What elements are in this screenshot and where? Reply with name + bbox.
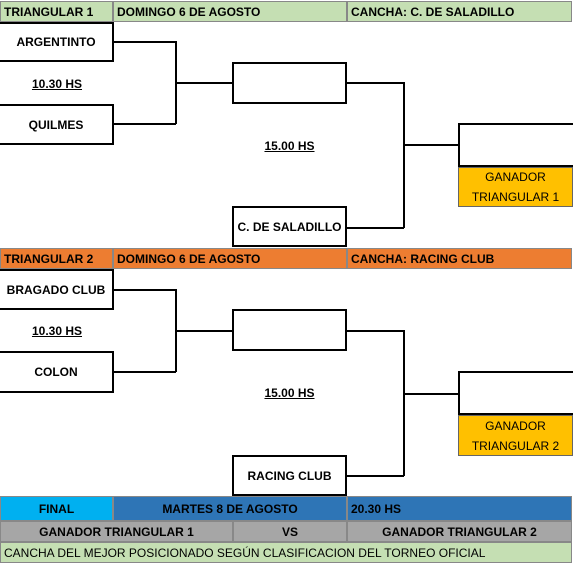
t2-time-left: 10.30 HS (31, 324, 83, 338)
t1-line (114, 41, 176, 43)
t1-semi-box (232, 62, 347, 104)
t2-date: DOMINGO 6 DE AGOSTO (113, 248, 347, 269)
t2-line (403, 330, 405, 476)
t1-host: C. DE SALADILLO (232, 206, 347, 247)
final-team-right: GANADOR TRIANGULAR 2 (347, 521, 572, 542)
t1-winner-label: GANADOR TRIANGULAR 1 (458, 167, 573, 207)
t1-winner-line1: GANADOR (485, 170, 546, 184)
t1-venue: CANCHA: C. DE SALADILLO (347, 1, 572, 22)
t2-line (114, 371, 176, 373)
t1-line (347, 227, 404, 229)
t2-host: RACING CLUB (232, 455, 347, 496)
t1-line (175, 82, 232, 84)
t2-line (175, 330, 232, 332)
t2-line (347, 330, 404, 332)
t2-line (114, 289, 176, 291)
t1-team-bottom: QUILMES (0, 104, 114, 145)
t1-winner-line2: TRIANGULAR 1 (471, 190, 560, 204)
t2-team-top: BRAGADO CLUB (0, 269, 114, 310)
t2-label: TRIANGULAR 2 (0, 248, 113, 269)
t2-time-center: 15.00 HS (264, 386, 315, 400)
t2-team-bottom: COLON (0, 351, 114, 393)
t1-date: DOMINGO 6 DE AGOSTO (113, 1, 347, 22)
t1-label: TRIANGULAR 1 (0, 1, 113, 22)
t2-venue: CANCHA: RACING CLUB (347, 248, 572, 269)
t1-winner-box (458, 123, 573, 167)
t2-winner-label: GANADOR TRIANGULAR 2 (458, 415, 573, 456)
final-note: CANCHA DEL MEJOR POSICIONADO SEGÚN CLASI… (0, 542, 572, 563)
t2-line (347, 475, 404, 477)
t2-semi-box (232, 309, 347, 351)
t1-team-top: ARGENTINTO (0, 22, 114, 62)
t2-winner-line1: GANADOR (485, 418, 546, 433)
t2-line (403, 393, 458, 395)
t1-line (403, 144, 458, 146)
final-team-left: GANADOR TRIANGULAR 1 (0, 521, 233, 542)
t1-time-center: 15.00 HS (264, 139, 315, 153)
final-vs: VS (233, 521, 347, 542)
t1-time-left: 10.30 HS (31, 77, 83, 91)
t2-winner-box (458, 371, 573, 415)
t1-line (114, 123, 176, 125)
t2-winner-line2: TRIANGULAR 2 (471, 438, 560, 453)
t1-line (403, 82, 405, 228)
final-date: MARTES 8 DE AGOSTO (113, 496, 347, 521)
t1-line (347, 82, 404, 84)
final-label: FINAL (0, 496, 113, 521)
final-time: 20.30 HS (347, 496, 572, 521)
